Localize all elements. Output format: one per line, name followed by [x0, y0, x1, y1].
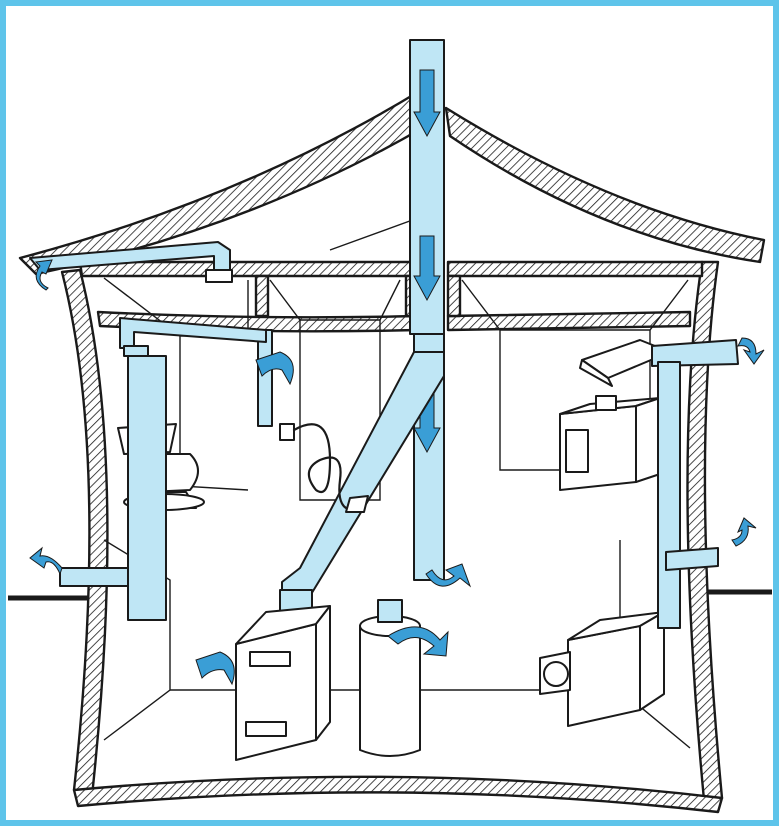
water-heater-icon [360, 600, 420, 756]
roof [20, 92, 764, 274]
stove-icon [560, 396, 660, 490]
exhaust-fan-icon [60, 346, 166, 620]
furnace-icon [236, 606, 330, 760]
